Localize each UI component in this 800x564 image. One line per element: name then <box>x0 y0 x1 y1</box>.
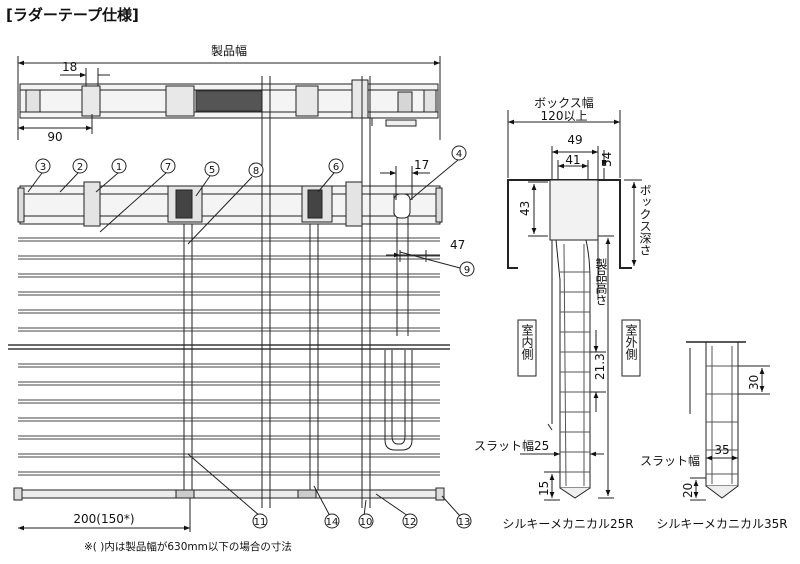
callout-2 <box>72 158 88 174</box>
footnote: ※( )内は製品幅が630mm以下の場合の寸法 <box>84 540 292 553</box>
callout-10 <box>358 513 374 529</box>
slat-width-25-label: スラット幅25 <box>474 438 549 453</box>
ladder-tapes <box>183 76 371 508</box>
callout-6 <box>328 158 344 174</box>
dim-54: 54 <box>600 152 614 167</box>
callout-4-label: 4 <box>456 149 462 160</box>
width-label: 製品幅 <box>211 43 247 58</box>
dim-35: 35 <box>714 443 729 457</box>
callout-7-label: 7 <box>165 162 171 173</box>
dim-200: 200(150*) <box>73 512 134 526</box>
callout-10-label: 10 <box>360 517 373 528</box>
box-width-label: ボックス幅 <box>534 95 594 110</box>
dim-30: 30 <box>747 375 761 390</box>
callout-1 <box>111 158 127 174</box>
dim-49: 49 <box>567 133 582 147</box>
callout-2-label: 2 <box>77 162 83 173</box>
page-title: [ラダーテープ仕様] <box>6 6 139 24</box>
callout-14 <box>324 513 340 529</box>
caption-35r: シルキーメカニカル35R <box>656 517 787 531</box>
product-height-label: 製品高さ <box>594 258 608 306</box>
dim-21-3: 21.3 <box>593 353 607 380</box>
front-view <box>8 56 461 532</box>
dim-43: 43 <box>518 201 532 216</box>
callout-13-label: 13 <box>458 517 471 528</box>
callout-5 <box>204 161 220 177</box>
dim-41: 41 <box>565 153 580 167</box>
box-depth-label: ボックス深さ <box>638 184 652 256</box>
callout-12-label: 12 <box>404 517 417 528</box>
pull-cord <box>384 193 413 451</box>
dim-47: 47 <box>450 238 465 252</box>
callout-11-label: 11 <box>254 517 267 528</box>
callouts <box>35 145 475 529</box>
dim-17: 17 <box>414 158 429 172</box>
callout-8 <box>248 162 264 178</box>
callout-3 <box>35 158 51 174</box>
callout-11 <box>252 513 268 529</box>
head-rail-front <box>17 181 443 227</box>
dim-20: 20 <box>681 483 695 498</box>
callout-8-label: 8 <box>253 166 259 177</box>
callout-12 <box>402 513 418 529</box>
callout-7 <box>160 158 176 174</box>
callout-6-label: 6 <box>333 162 339 173</box>
callout-5-label: 5 <box>209 165 215 176</box>
callout-9 <box>459 261 475 277</box>
dim-18: 18 <box>62 60 77 74</box>
callout-3-label: 3 <box>40 162 46 173</box>
callout-1-label: 1 <box>116 162 122 173</box>
indoor-label: 室内側 <box>520 323 534 360</box>
caption-25r: シルキーメカニカル25R <box>502 517 633 531</box>
outdoor-label: 室外側 <box>624 323 638 360</box>
callout-14-label: 14 <box>326 517 339 528</box>
callout-13 <box>456 513 472 529</box>
slat-width-35-label: スラット幅 <box>640 453 700 468</box>
dim-15: 15 <box>537 481 551 496</box>
head-rail-top <box>19 79 439 127</box>
side-view-25r <box>507 110 642 501</box>
callout-9-label: 9 <box>464 265 470 276</box>
box-width-value: 120以上 <box>541 109 588 123</box>
dim-90: 90 <box>47 130 62 144</box>
slats <box>8 237 450 476</box>
callout-4 <box>451 145 467 161</box>
side-view-35r <box>686 341 770 501</box>
